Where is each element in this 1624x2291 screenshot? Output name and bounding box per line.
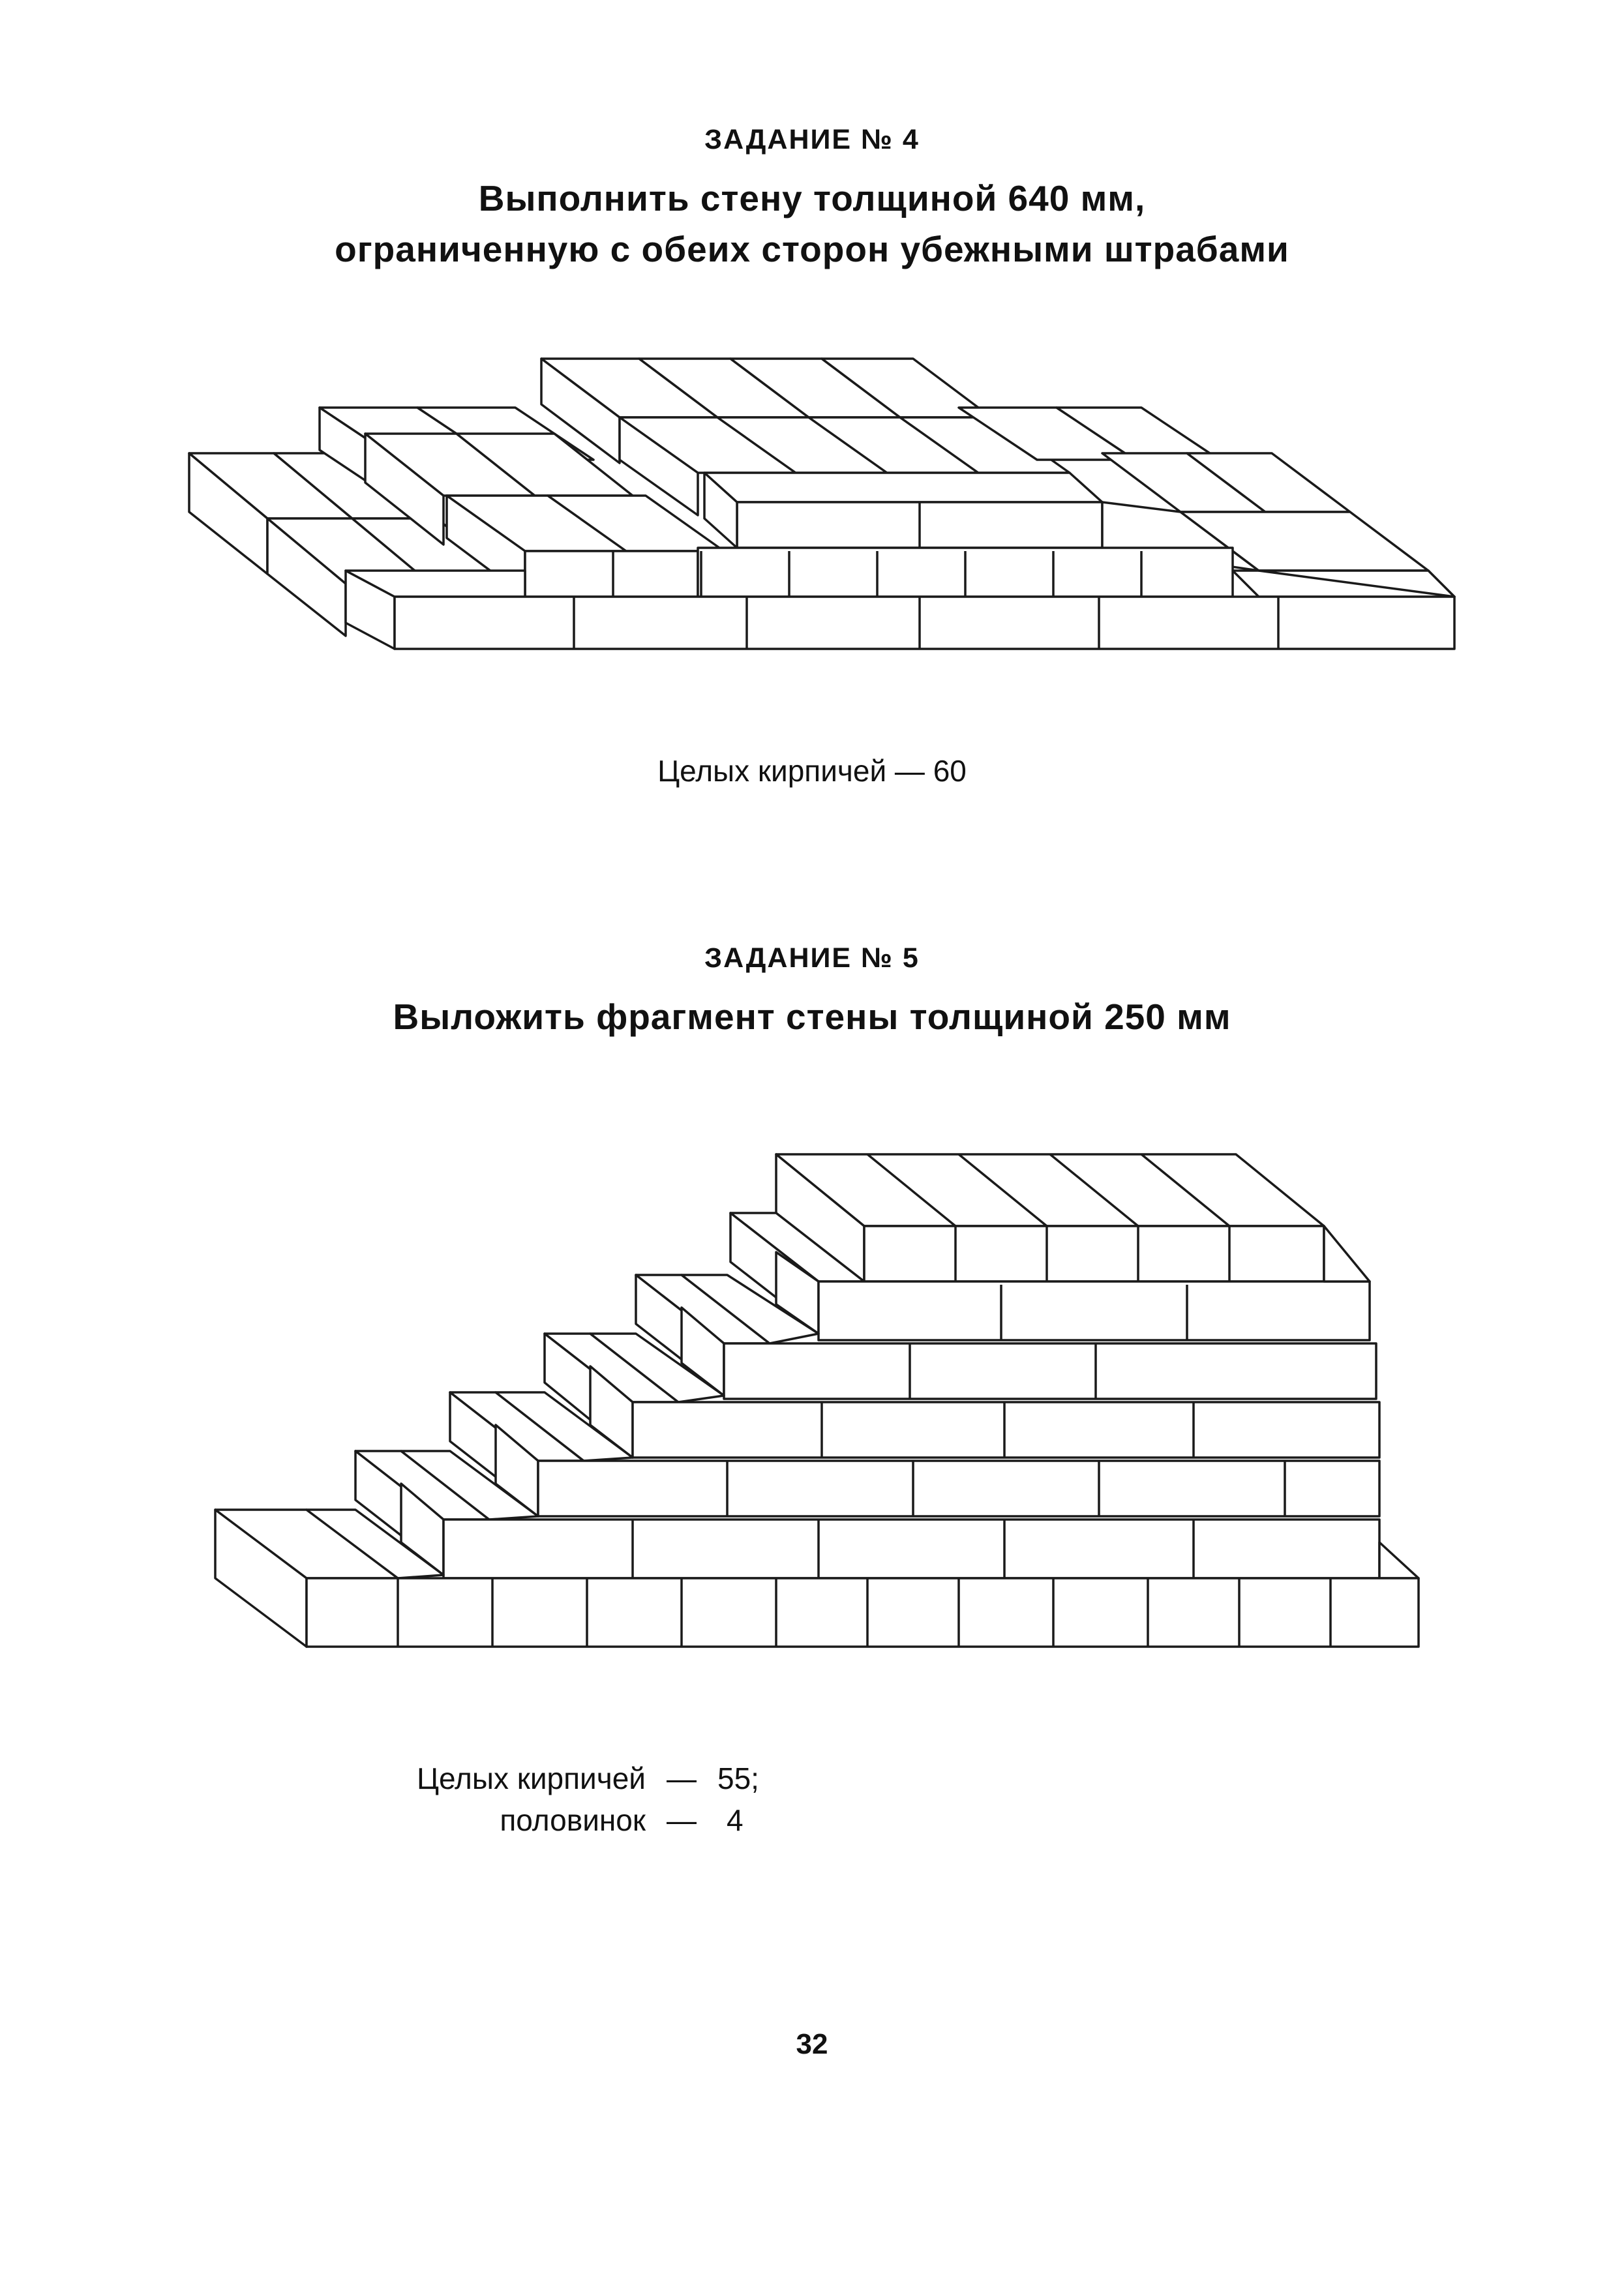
half-bricks-dash: — bbox=[667, 1803, 697, 1837]
task-5-whole-bricks-row: Целых кирпичей — 55; bbox=[280, 1758, 805, 1799]
whole-bricks-dash: — bbox=[667, 1761, 697, 1795]
task-4-brick-wall-illustration bbox=[0, 0, 1624, 685]
page-number: 32 bbox=[796, 2028, 828, 2060]
task-5-top-course bbox=[775, 1153, 1325, 1283]
task-5-course-4 bbox=[543, 1332, 1381, 1459]
task-4-top-courses bbox=[540, 357, 1221, 549]
half-bricks-value: 4 bbox=[727, 1803, 744, 1837]
task-4-label: ЗАДАНИЕ № 4 bbox=[704, 124, 920, 155]
task-5-course-5 bbox=[449, 1391, 1381, 1518]
half-bricks-label: половинок bbox=[500, 1803, 646, 1837]
task-5-course-6 bbox=[354, 1450, 1381, 1580]
task-5-brick-wall-illustration bbox=[214, 1153, 1420, 1648]
task-4-brick-wall-svg bbox=[188, 357, 1456, 650]
task-5-bottom-course bbox=[214, 1508, 1420, 1648]
whole-bricks-value: 55; bbox=[717, 1761, 759, 1795]
task-4-bottom-course bbox=[344, 569, 1456, 650]
task-5-title: Выложить фрагмент стены толщиной 250 мм bbox=[393, 996, 1231, 1037]
task-4-brick-count: Целых кирпичей — 60 bbox=[657, 754, 967, 788]
task-4-second-step bbox=[318, 406, 725, 598]
task-4-middle-course bbox=[524, 547, 1234, 598]
whole-bricks-label: Целых кирпичей bbox=[416, 1761, 646, 1795]
task-5-course-3 bbox=[635, 1274, 1377, 1400]
task-5-half-bricks-row: половинок — 4 bbox=[280, 1799, 805, 1841]
task-5-brick-wall-svg bbox=[214, 1153, 1420, 1648]
task-5-brick-counts: Целых кирпичей — 55; половинок — 4 bbox=[280, 1758, 805, 1841]
task-5-course-2 bbox=[729, 1212, 1371, 1341]
task-5-label: ЗАДАНИЕ № 5 bbox=[704, 942, 920, 974]
task-4-title-line-2: ограниченную с обеих сторон убежными штр… bbox=[335, 229, 1289, 269]
task-4-title-line-1: Выполнить стену толщиной 640 мм, bbox=[478, 178, 1146, 218]
